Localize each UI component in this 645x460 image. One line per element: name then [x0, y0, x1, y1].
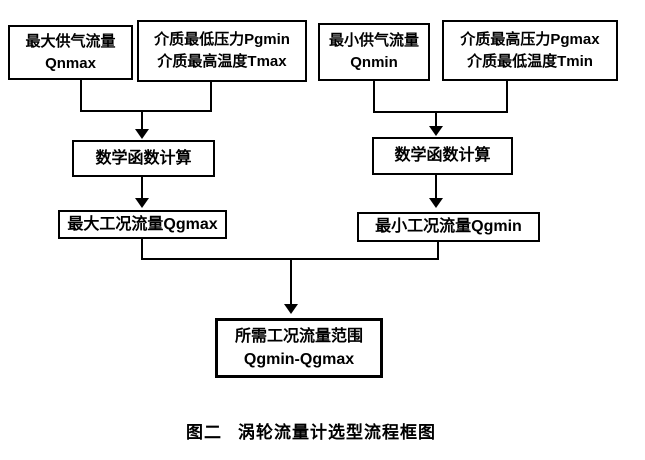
node-result-range-line2: Qgmin-Qgmax — [243, 351, 355, 368]
node-max-pressure-line: 介质最高压力Pgmax — [460, 30, 600, 48]
arrowhead-down-icon — [429, 198, 443, 208]
node-min-supply-flow-line2: Qnmin — [350, 54, 398, 71]
node-math-calc-right: 数学函数计算 — [372, 137, 513, 175]
node-result-range-line1: 所需工况流量范围 — [234, 327, 363, 345]
node-max-supply-flow: 最大供气流量 Qnmax — [8, 25, 133, 80]
node-max-temp-line: 介质最高温度Tmax — [157, 53, 287, 70]
arrowhead-down-icon — [429, 126, 443, 136]
connector-left-merge-horizontal — [80, 110, 212, 112]
connector-mathleft-qgmax — [141, 177, 143, 200]
node-min-temp-line: 介质最低温度Tmin — [467, 52, 593, 70]
connector-qgmin-down — [437, 242, 439, 260]
connector-mathright-qgmin — [435, 175, 437, 200]
node-qgmin: 最小工况流量Qgmin — [357, 212, 540, 242]
node-math-calc-left: 数学函数计算 — [72, 140, 215, 177]
node-max-supply-flow-line1: 最大供气流量 — [25, 32, 116, 50]
figure-caption-title: 涡轮流量计选型流程框图 — [238, 423, 436, 442]
node-math-calc-left-label: 数学函数计算 — [95, 149, 192, 167]
node-qgmax: 最大工况流量Qgmax — [58, 210, 227, 239]
connector-pgmax-down — [506, 80, 508, 113]
figure-caption: 图二涡轮流量计选型流程框图 — [0, 418, 622, 443]
node-qgmin-label: 最小工况流量Qgmin — [375, 218, 522, 236]
connector-qgmax-down — [141, 239, 143, 260]
connector-right-merge-stem — [435, 111, 437, 128]
node-max-supply-flow-line2: Qnmax — [45, 54, 96, 72]
connector-bottom-merge-stem — [290, 258, 292, 306]
connector-right-merge-horizontal — [373, 111, 508, 113]
connector-pgmin-down — [210, 81, 212, 112]
arrowhead-down-icon — [284, 304, 298, 314]
node-min-supply-flow: 最小供气流量 Qnmin — [318, 23, 430, 81]
connector-left-merge-stem — [141, 110, 143, 131]
node-max-pressure-min-temp: 介质最高压力Pgmax 介质最低温度Tmin — [442, 20, 618, 81]
node-result-range: 所需工况流量范围 Qgmin-Qgmax — [215, 318, 383, 378]
connector-qnmax-down — [80, 80, 82, 112]
node-min-pressure-max-temp: 介质最低压力Pgmin 介质最高温度Tmax — [137, 20, 307, 82]
connector-qnmin-down — [373, 80, 375, 113]
node-min-pressure-line: 介质最低压力Pgmin — [154, 31, 290, 49]
arrowhead-down-icon — [135, 129, 149, 139]
node-min-supply-flow-line1: 最小供气流量 — [328, 32, 419, 50]
figure-caption-label: 图二 — [186, 423, 222, 442]
arrowhead-down-icon — [135, 198, 149, 208]
node-math-calc-right-label: 数学函数计算 — [394, 147, 491, 165]
node-qgmax-label: 最大工况流量Qgmax — [67, 215, 218, 233]
